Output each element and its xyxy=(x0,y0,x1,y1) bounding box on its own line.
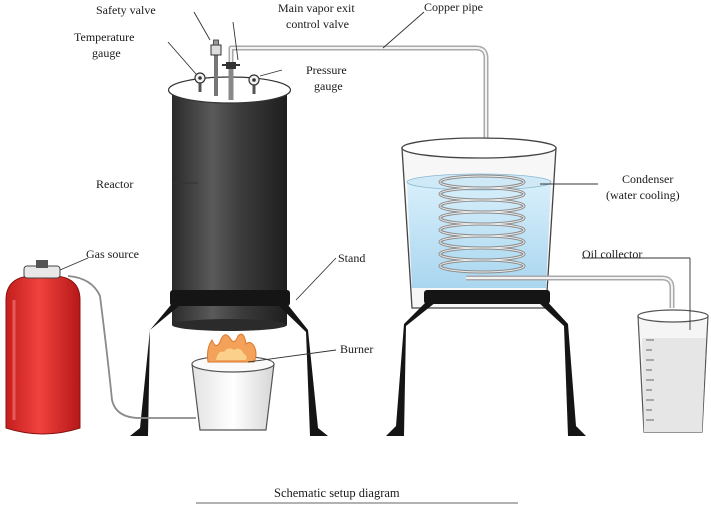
label-copper-pipe: Copper pipe xyxy=(424,0,483,14)
leader-lines xyxy=(59,11,691,363)
caption: Schematic setup diagram xyxy=(274,486,400,500)
label-stand: Stand xyxy=(338,251,365,265)
label-main-vapor-valve: Main vapor exit xyxy=(278,1,355,15)
burner-pot xyxy=(191,363,275,431)
reactor-bottom xyxy=(172,319,287,331)
pressure-gauge xyxy=(248,74,260,94)
condenser-stand xyxy=(386,290,586,436)
label-oil-collector: Oil collector xyxy=(582,247,642,261)
label-main-vapor-valve-2: control valve xyxy=(286,17,349,31)
label-safety-valve: Safety valve xyxy=(96,3,156,17)
gas-hose xyxy=(67,275,196,419)
condenser xyxy=(401,137,557,309)
gas-cylinder xyxy=(5,260,81,435)
label-gas-source: Gas source xyxy=(86,247,139,261)
label-temperature-gauge: Temperature xyxy=(74,30,134,44)
label-temperature-gauge-2: gauge xyxy=(92,46,121,60)
temperature-gauge xyxy=(194,72,206,92)
oil-collector xyxy=(637,309,709,433)
reactor-stand xyxy=(130,290,328,436)
label-reactor: Reactor xyxy=(96,177,133,191)
label-burner: Burner xyxy=(340,342,373,356)
label-pressure-gauge: Pressure xyxy=(306,63,347,77)
label-condenser-2: (water cooling) xyxy=(606,188,680,202)
burner xyxy=(191,333,275,431)
label-condenser: Condenser xyxy=(622,172,673,186)
reactor-body xyxy=(172,90,287,325)
main-vapor-valve xyxy=(222,60,240,100)
label-pressure-gauge-2: gauge xyxy=(314,79,343,93)
safety-valve xyxy=(210,39,222,96)
